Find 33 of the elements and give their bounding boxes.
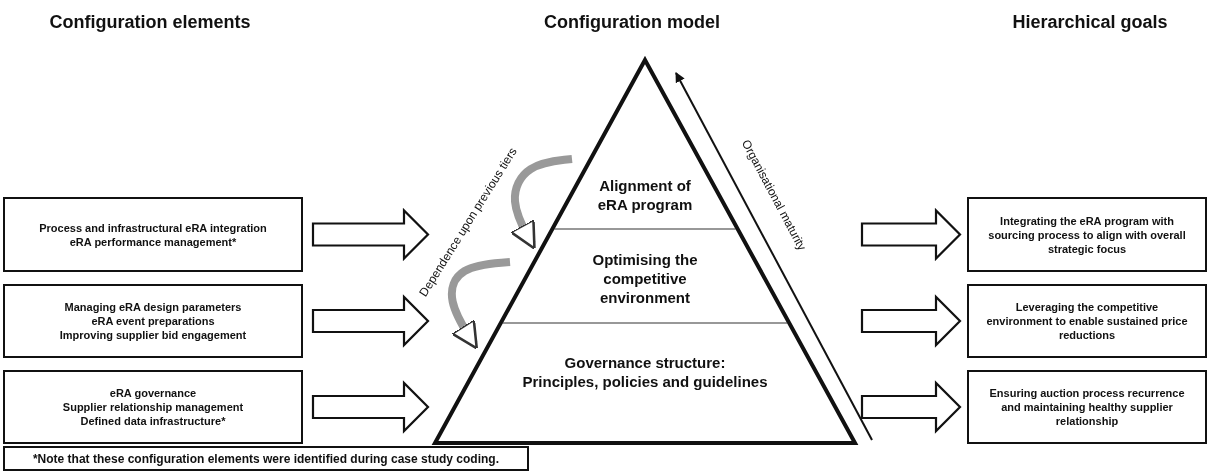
box-text: Managing eRA design parameters bbox=[64, 300, 242, 314]
box-text: eRA event preparations bbox=[91, 314, 215, 328]
footnote-text: *Note that these configuration elements were identified during case study coding. bbox=[32, 451, 500, 466]
block-arrow bbox=[311, 294, 430, 348]
box-text: Supplier relationship management bbox=[62, 400, 244, 414]
box-text: eRA governance bbox=[109, 386, 197, 400]
box-text: Integrating the eRA program with sourcing process to align with overall strategic focus bbox=[987, 213, 1187, 256]
box-text: Ensuring auction process recurrence and maintaining healthy supplier relationship bbox=[988, 386, 1186, 428]
block-arrow bbox=[311, 207, 430, 262]
text-box bbox=[3, 284, 303, 358]
text-box bbox=[3, 370, 303, 444]
column-heading: Configuration model bbox=[544, 11, 720, 33]
column-heading: Hierarchical goals bbox=[1012, 11, 1168, 33]
block-arrow bbox=[860, 294, 962, 348]
text-box bbox=[3, 197, 303, 272]
box-text: Process and infrastructural eRA integration bbox=[39, 220, 267, 235]
text-box bbox=[967, 370, 1207, 444]
block-arrow bbox=[860, 380, 962, 434]
box-text: Leveraging the competitive environment to enable sustained price reductions bbox=[985, 300, 1189, 342]
block-arrow bbox=[311, 380, 430, 434]
box-text: Improving supplier bid engagement bbox=[59, 328, 247, 342]
text-box bbox=[967, 284, 1207, 358]
tier-text: Governance structure: bbox=[564, 352, 726, 372]
text-box bbox=[967, 197, 1207, 272]
note-box bbox=[3, 446, 529, 471]
box-text: Defined data infrastructure* bbox=[80, 414, 226, 428]
tier-text: Alignment of eRA program bbox=[596, 176, 694, 214]
tier-text: Principles, policies and guidelines bbox=[522, 371, 768, 391]
tier-text: Optimising the competitive environment bbox=[591, 249, 699, 307]
column-heading: Configuration elements bbox=[49, 11, 251, 33]
curved-arrow bbox=[509, 155, 573, 250]
block-arrow bbox=[860, 207, 962, 262]
box-text: eRA performance management* bbox=[69, 234, 237, 249]
